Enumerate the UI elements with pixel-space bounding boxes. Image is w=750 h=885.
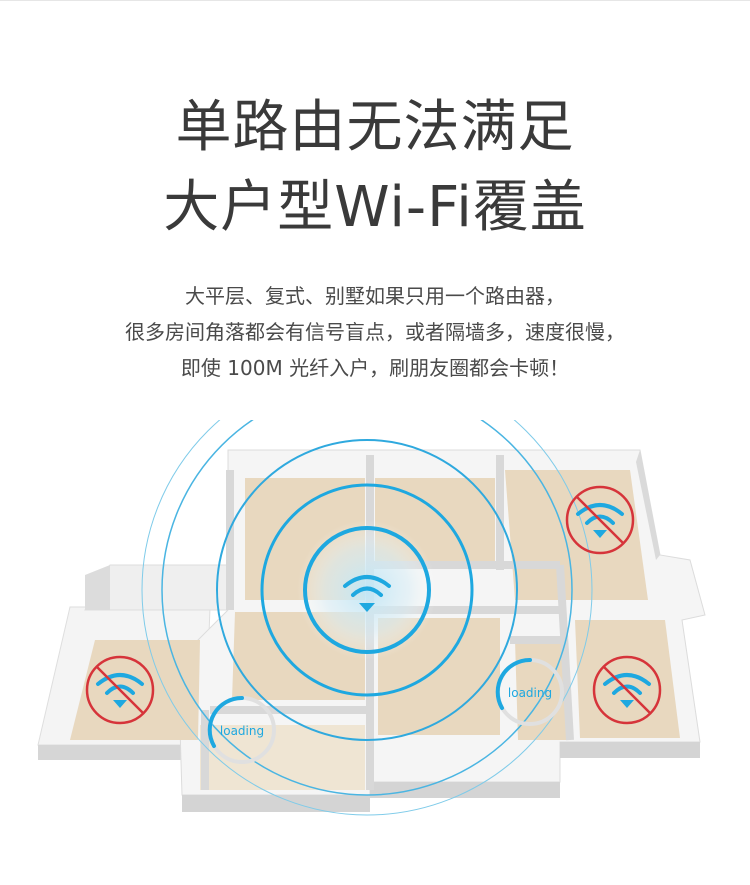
description-line-3: 即使 100M 光纤入户，刷朋友圈都会卡顿！ bbox=[180, 356, 570, 380]
loading-label: loading bbox=[508, 686, 552, 700]
description-line-2: 很多房间角落都会有信号盲点，或者隔墙多，速度很慢， bbox=[125, 320, 625, 344]
no-wifi-icon bbox=[85, 655, 155, 725]
floor-plan-illustration: loading loading bbox=[37, 420, 706, 816]
loading-label: loading bbox=[220, 724, 264, 738]
description-line-1: 大平层、复式、别墅如果只用一个路由器， bbox=[185, 284, 565, 308]
headline: 单路由无法满足 大户型Wi-Fi覆盖 bbox=[0, 88, 750, 248]
headline-line-1: 单路由无法满足 bbox=[175, 95, 575, 160]
headline-line-2: 大户型Wi-Fi覆盖 bbox=[163, 175, 587, 240]
top-divider bbox=[0, 0, 750, 1]
description: 大平层、复式、别墅如果只用一个路由器， 很多房间角落都会有信号盲点，或者隔墙多，… bbox=[0, 278, 750, 386]
no-wifi-icon bbox=[592, 655, 662, 725]
wifi-icon bbox=[343, 575, 391, 612]
no-wifi-icon bbox=[565, 485, 635, 555]
loading-ring-icon: loading bbox=[495, 657, 564, 726]
loading-ring-icon: loading bbox=[207, 695, 276, 764]
